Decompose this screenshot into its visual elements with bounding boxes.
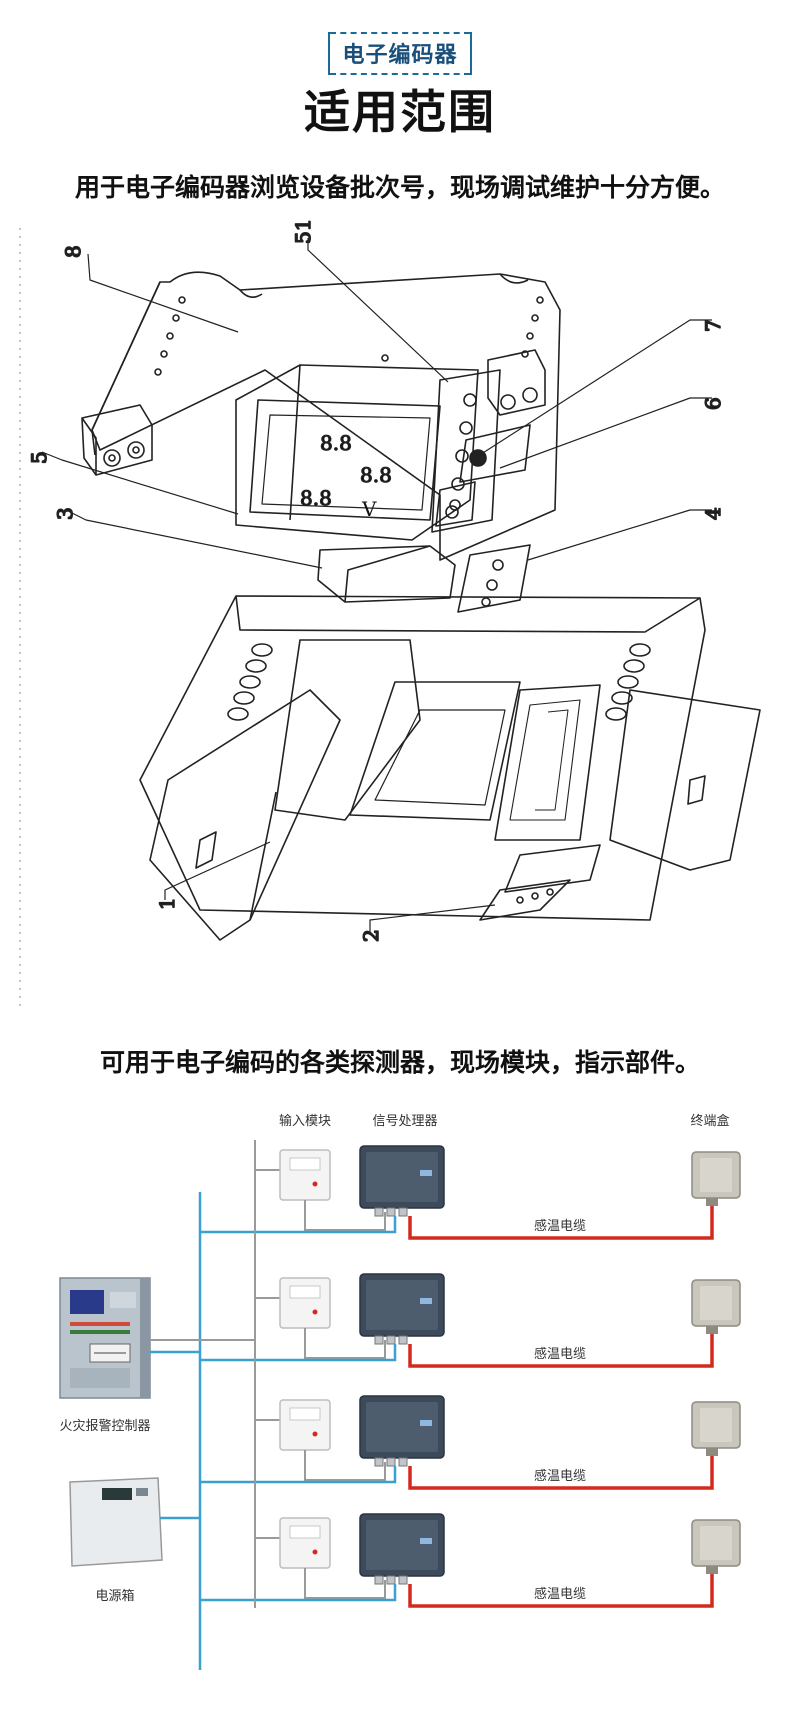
- heat-cable-line: [408, 1452, 714, 1490]
- label-cable: 感温电缆: [534, 1586, 586, 1602]
- signal-processor-logo: [420, 1420, 432, 1426]
- gray-module-link: [304, 1328, 386, 1359]
- blue-branch-line: [200, 1344, 397, 1362]
- label-signal-processor: 信号处理器: [372, 1114, 437, 1129]
- cable-gland: [374, 1207, 384, 1217]
- cable-gland: [398, 1207, 408, 1217]
- heat-cable-line: [408, 1202, 714, 1240]
- signal-processor-logo: [420, 1538, 432, 1544]
- terminal-box-lid: [700, 1286, 732, 1320]
- input-module-window: [289, 1525, 321, 1539]
- blue-branch-line: [200, 1466, 397, 1484]
- connector-strip: [479, 844, 601, 921]
- right-door: [609, 689, 761, 871]
- gray-module-link: [304, 1450, 386, 1481]
- terminal-box-gland: [706, 1566, 718, 1574]
- cable-gland: [398, 1335, 408, 1345]
- header-badge: 电子编码器: [328, 32, 472, 75]
- cable-gland: [374, 1457, 384, 1467]
- svg-text:8.8: 8.8: [320, 431, 352, 455]
- heat-cable-line: [408, 1570, 714, 1608]
- terminal-box-gland: [706, 1326, 718, 1334]
- terminal-box-gland: [706, 1198, 718, 1206]
- gray-module-link: [304, 1568, 386, 1599]
- cable-gland: [386, 1575, 396, 1585]
- cable-gland: [386, 1457, 396, 1467]
- label-cable: 感温电缆: [534, 1468, 586, 1484]
- signal-processor-face: [366, 1402, 438, 1452]
- input-module-window: [289, 1285, 321, 1299]
- part-number-6: 6: [701, 397, 725, 410]
- blue-branch-line: [200, 1216, 397, 1234]
- front-housing: [139, 595, 706, 921]
- label-controller: 火灾报警控制器: [59, 1418, 150, 1434]
- input-module-window: [289, 1407, 321, 1421]
- signal-processor-logo: [420, 1170, 432, 1176]
- signal-processor-face: [366, 1520, 438, 1570]
- signal-processor-face: [366, 1280, 438, 1330]
- power-box: [69, 1477, 163, 1567]
- cable-gland: [386, 1335, 396, 1345]
- cable-gland: [374, 1335, 384, 1345]
- small-board: [317, 545, 456, 603]
- cable-gland: [386, 1207, 396, 1217]
- input-module-led: [312, 1181, 318, 1187]
- terminal-box-gland: [706, 1448, 718, 1456]
- part-number-4: 4: [701, 507, 725, 520]
- back-plate: [91, 271, 561, 561]
- terminal-box-lid: [700, 1158, 732, 1192]
- leader-lines: [41, 238, 712, 932]
- svg-text:8.8: 8.8: [360, 463, 392, 487]
- description-bottom: 可用于电子编码的各类探测器，现场模块，指示部件。: [99, 1048, 700, 1077]
- svg-text:8.8: 8.8: [300, 486, 332, 510]
- part-number-3: 3: [53, 507, 77, 520]
- signal-processor-logo: [420, 1298, 432, 1304]
- part-number-7: 7: [701, 319, 725, 332]
- part-number-51: 51: [291, 220, 315, 244]
- terminal-box-lid: [700, 1408, 732, 1442]
- part-number-8: 8: [61, 245, 85, 258]
- blue-branch-line: [200, 1584, 397, 1602]
- right-terminal-block: [487, 349, 546, 416]
- label-terminal-box: 终端盒: [690, 1113, 729, 1129]
- cable-gland: [374, 1575, 384, 1585]
- input-module-led: [312, 1431, 318, 1437]
- fire-alarm-controller: [59, 1277, 151, 1399]
- part-number-2: 2: [359, 929, 383, 942]
- input-module-led: [312, 1309, 318, 1315]
- label-cable: 感温电缆: [534, 1218, 586, 1234]
- label-power: 电源箱: [95, 1588, 134, 1604]
- cable-gland: [398, 1575, 408, 1585]
- part-number-5: 5: [27, 451, 51, 464]
- part-number-1: 1: [155, 897, 179, 910]
- input-module-led: [312, 1549, 318, 1555]
- input-module-window: [289, 1157, 321, 1171]
- label-input-module: 输入模块: [279, 1113, 331, 1129]
- heat-cable-line: [408, 1330, 714, 1368]
- gray-module-link: [304, 1200, 386, 1231]
- header-badge-wrap: 电子编码器: [0, 32, 800, 75]
- rail-piece: [457, 544, 531, 613]
- display-unit-label: V: [361, 497, 377, 521]
- side-bracket: [435, 424, 531, 527]
- button-column: [431, 369, 501, 533]
- signal-processor-face: [366, 1152, 438, 1202]
- cable-gland: [398, 1457, 408, 1467]
- display-module: 8.8 8.8 8.8 V: [235, 364, 479, 541]
- page-title: 适用范围: [304, 85, 496, 139]
- terminal-box-lid: [700, 1526, 732, 1560]
- left-terminal-block: [81, 404, 153, 476]
- left-door: [149, 689, 341, 941]
- description-top: 用于电子编码器浏览设备批次号，现场调试维护十分方便。: [74, 173, 725, 202]
- label-cable: 感温电缆: [534, 1346, 586, 1362]
- exploded-view-drawing: 8.8 8.8 8.8 V: [19, 220, 761, 1010]
